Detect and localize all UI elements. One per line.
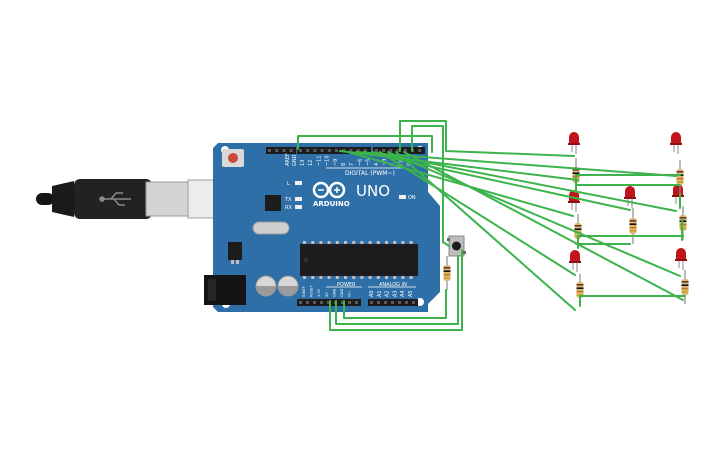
power-pin-label: IOREF [302, 286, 306, 297]
digital-pin-label: 7 [349, 163, 355, 166]
digital-pin-label: ~5 [366, 159, 372, 166]
l-led-label: L [287, 181, 290, 187]
reset-button[interactable] [222, 149, 244, 167]
wire-14[interactable] [577, 235, 684, 249]
analog-pin-label: A1 [377, 290, 383, 297]
wire-22[interactable] [329, 249, 463, 331]
digital-pin-label: 8 [341, 163, 347, 166]
wire-16[interactable] [575, 174, 681, 187]
power-pin-label: 5V [325, 292, 329, 297]
analog-pin-label: A3 [392, 290, 398, 297]
voltage-regulator [228, 242, 242, 260]
wire-2[interactable] [399, 120, 575, 157]
wire-network [297, 120, 686, 331]
led-7[interactable] [675, 248, 687, 270]
capacitor-1 [255, 275, 277, 297]
digital-pin-label: ~9 [333, 159, 339, 166]
gnd-label: GND [292, 154, 298, 166]
power-label: POWER [337, 282, 356, 288]
usb-symbol-icon [99, 192, 131, 206]
led-5[interactable] [672, 184, 684, 206]
power-pin-label: GND [332, 289, 336, 297]
analog-pin-label: A2 [385, 290, 391, 297]
wire-15[interactable] [579, 295, 686, 307]
resistor-4[interactable] [629, 208, 637, 244]
wire-3[interactable] [411, 125, 450, 247]
led-2[interactable] [670, 132, 682, 154]
usb-interface-chip [265, 195, 281, 211]
on-label: ON [408, 195, 416, 201]
power-pin-label: Vin [348, 291, 352, 297]
digital-pin-label: ~6 [357, 159, 363, 166]
digital-pin-label: ~11 [316, 155, 322, 166]
rx-led [295, 205, 302, 209]
uno-model: UNO [356, 182, 390, 200]
wire-21[interactable] [335, 255, 459, 325]
arduino-logo-icon [312, 181, 346, 199]
analog-pin-label: A4 [400, 290, 406, 297]
resistor-7[interactable] [681, 270, 689, 304]
power-pin-label: 3.3V [317, 288, 321, 297]
wire-12[interactable] [403, 151, 684, 301]
wire-20[interactable] [343, 289, 447, 319]
wire-9[interactable] [379, 151, 576, 276]
tx-led-label: TX [284, 197, 292, 203]
digital-pwm-label: DIGITAL (PWM~) [345, 170, 395, 177]
digital-pin-label: 13 [300, 160, 306, 166]
analog-in-label: ANALOG IN [379, 282, 407, 288]
wire-5[interactable] [347, 151, 574, 217]
led-1[interactable] [568, 132, 580, 154]
pushbutton-pulldown-resistor[interactable] [443, 256, 451, 290]
usb-cable[interactable] [36, 179, 245, 219]
resistor-array [572, 158, 689, 306]
aref-label: AREF [285, 153, 291, 166]
rx-led-label: RX [285, 205, 292, 211]
tx-led [295, 197, 302, 201]
led-3[interactable] [568, 190, 580, 212]
on-led [399, 195, 406, 199]
digital-pin-label: 4 [374, 163, 380, 166]
pushbutton-resistor[interactable] [443, 256, 451, 290]
power-pin-label: GND [340, 289, 344, 297]
atmega-chip [300, 241, 418, 279]
analog-pin-label: A5 [408, 290, 414, 297]
crystal-oscillator [252, 221, 290, 235]
led-4[interactable] [624, 186, 636, 208]
led-array [568, 132, 687, 272]
capacitor-2 [277, 275, 299, 297]
wire-1[interactable] [297, 135, 433, 153]
led-6[interactable] [569, 250, 581, 272]
digital-pin-label: 12 [308, 160, 314, 166]
digital-pin-label: ~10 [325, 155, 331, 166]
analog-pin-label: A0 [369, 290, 375, 297]
arduino-brand: ARDUINO [313, 200, 350, 208]
wire-10[interactable] [387, 151, 681, 277]
wire-6[interactable] [355, 151, 677, 177]
wire-11[interactable] [395, 151, 576, 311]
power-pin-label: RESET [310, 285, 314, 297]
l-led [295, 181, 302, 185]
